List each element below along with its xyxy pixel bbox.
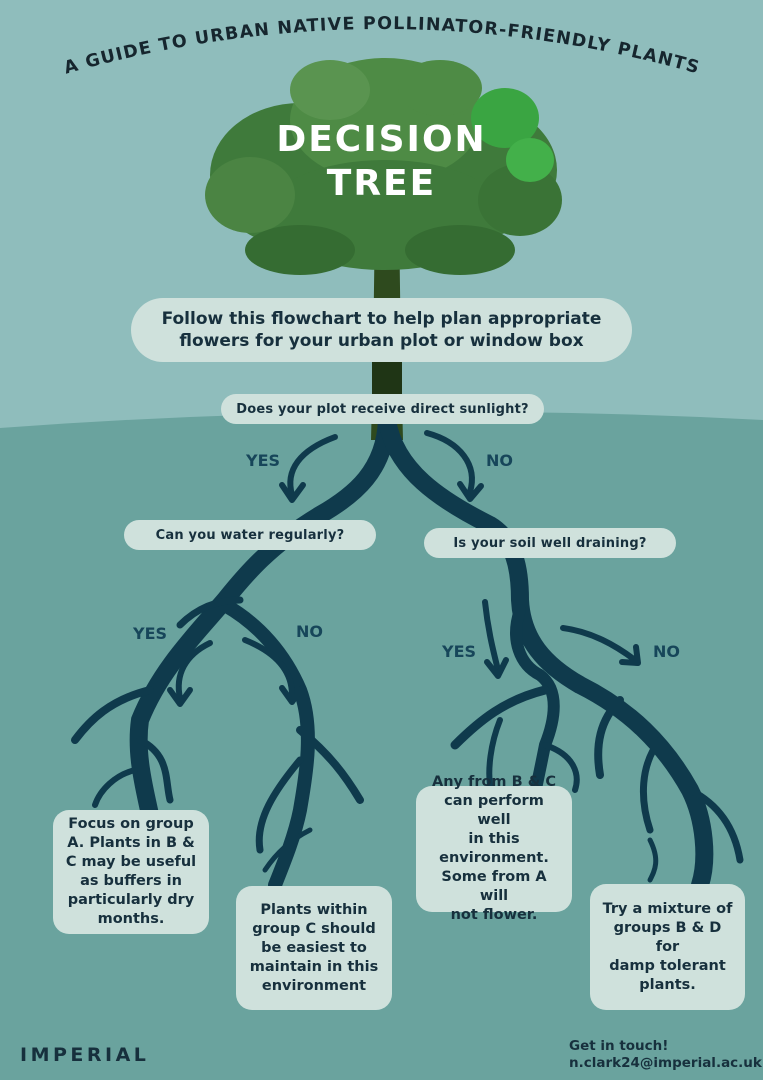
outcome-line: Some from A will <box>441 869 547 904</box>
title-line-2: TREE <box>326 163 437 204</box>
decision-arrows <box>167 430 641 707</box>
outcome-line: Focus on group <box>68 816 194 832</box>
intro-box: Follow this flowchart to help plan appro… <box>131 298 632 362</box>
outcome-line: groups B & D for <box>613 919 722 955</box>
outcome-line: environment <box>261 977 367 994</box>
question-water: Can you water regularly? <box>124 520 376 550</box>
outcome-sun-nowater: Plants within group C should be easiest … <box>236 886 392 1010</box>
arrow-soil-yes <box>482 599 501 673</box>
outcome-line: group C should <box>252 920 376 937</box>
outcome-line: Try a mixture of <box>602 900 733 917</box>
arrow-soil-no <box>560 625 638 663</box>
question-sunlight: Does your plot receive direct sunlight? <box>221 394 544 424</box>
outcome-line: Plants within <box>260 901 368 918</box>
outcome-line: particularly dry <box>67 892 195 908</box>
contact-email[interactable]: n.clark24@imperial.ac.uk <box>569 1055 762 1071</box>
arrow-sun-no <box>424 430 475 495</box>
outcome-line: not flower. <box>450 907 538 923</box>
label-sun-yes: YES <box>246 451 281 470</box>
arrow-water-no <box>242 637 295 698</box>
trunk-base <box>372 360 402 396</box>
label-soil-yes: YES <box>442 642 477 661</box>
outcome-sun-water: Focus on group A. Plants in B & C may be… <box>53 810 209 934</box>
contact-heading: Get in touch! <box>569 1038 669 1054</box>
arrow-sun-yes <box>287 434 338 498</box>
label-sun-no: NO <box>486 451 513 470</box>
outcome-line: months. <box>97 911 165 927</box>
outcome-line: C may be useful <box>65 854 197 870</box>
arrow-soil-no-head <box>619 644 641 666</box>
arrow-water-yes-head <box>167 687 193 707</box>
outcome-line: maintain in this <box>249 958 379 975</box>
contact-info: Get in touch! n.clark24@imperial.ac.uk <box>569 1038 762 1072</box>
outcome-line: environment. <box>439 850 549 866</box>
outcome-line: damp tolerant <box>609 957 726 974</box>
arrow-sun-yes-head <box>279 482 306 503</box>
tree-canopy <box>205 58 562 275</box>
imperial-logo: IMPERIAL <box>20 1044 150 1066</box>
label-water-yes: YES <box>133 624 168 643</box>
label-water-no: NO <box>296 622 323 641</box>
arrow-water-no-head <box>279 685 305 705</box>
outcome-line: in this <box>468 831 520 847</box>
outcome-shade-nodrain: Try a mixture of groups B & D for damp t… <box>590 884 745 1010</box>
question-soil: Is your soil well draining? <box>424 528 676 558</box>
arrow-water-yes <box>175 640 213 701</box>
title-line-1: DECISION <box>276 119 487 160</box>
outcome-line: as buffers in <box>80 873 182 889</box>
outcome-line: A. Plants in B & <box>67 835 195 851</box>
arrow-soil-yes-head <box>484 657 509 679</box>
tree-roots <box>71 411 744 894</box>
intro-line-1: Follow this flowchart to help plan appro… <box>161 309 602 329</box>
intro-line-2: flowers for your urban plot or window bo… <box>179 331 584 351</box>
outcome-line: Any from B & C <box>431 774 557 790</box>
outcome-line: plants. <box>639 976 696 993</box>
label-soil-no: NO <box>653 642 680 661</box>
outcome-line: be easiest to <box>261 939 367 956</box>
arrow-sun-no-head <box>457 481 484 502</box>
outcome-shade-drain: Any from B & C can perform well in this … <box>416 774 572 923</box>
outcome-line: can perform well <box>444 793 544 828</box>
